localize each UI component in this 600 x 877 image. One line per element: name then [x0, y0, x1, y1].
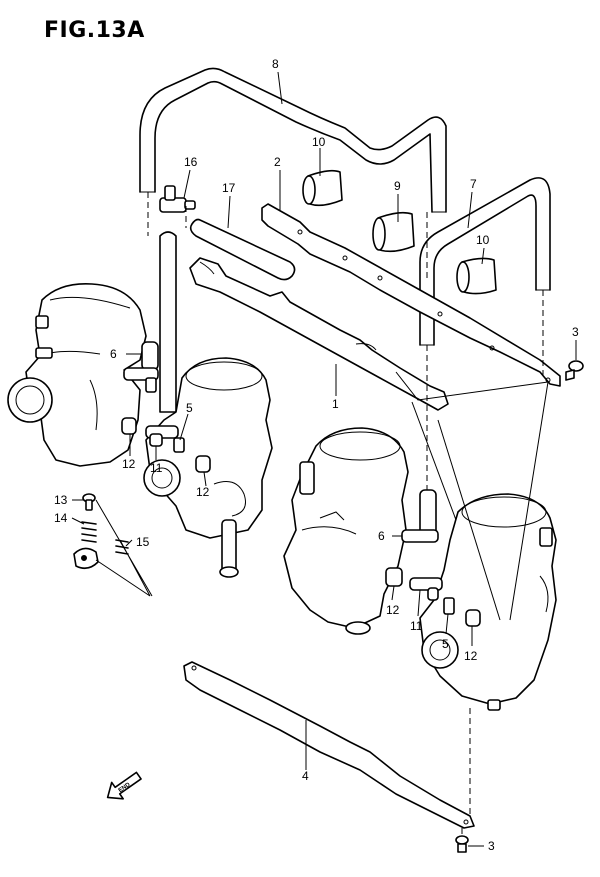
callout-8: 8 — [272, 57, 279, 71]
callout-12: 12 — [196, 485, 210, 499]
callout-11: 11 — [150, 461, 163, 475]
clamp-5-right — [443, 597, 455, 615]
callout-12: 12 — [386, 603, 400, 617]
fitting-6-right — [401, 489, 439, 543]
cap-12-b — [195, 455, 211, 473]
callout-10: 10 — [312, 135, 326, 149]
callout-7: 7 — [470, 177, 477, 191]
callout-9: 9 — [394, 179, 401, 193]
figure-title: FIG.13A — [44, 18, 145, 43]
callout-2: 2 — [274, 155, 281, 169]
joint-11-left — [145, 425, 179, 447]
callout-5: 5 — [186, 401, 193, 415]
bolt-3-upper — [565, 360, 584, 381]
joint-11-right — [409, 577, 443, 601]
callout-3: 3 — [572, 325, 579, 339]
carburetor-4 — [419, 493, 557, 711]
callout-labels: 8 10 2 9 7 16 17 10 3 6 1 5 12 11 12 13 … — [54, 57, 579, 853]
bolt-3-lower — [455, 835, 469, 853]
bracket-plate-2 — [261, 203, 561, 387]
forward-arrow-icon: END — [106, 771, 142, 800]
o-ring-15 — [115, 539, 129, 555]
vertical-fuel-pipe — [159, 231, 177, 413]
hose-sleeve-10-right — [456, 257, 497, 295]
callout-6: 6 — [378, 529, 385, 543]
cap-12-d — [465, 609, 481, 627]
callout-10: 10 — [476, 233, 490, 247]
callout-4: 4 — [302, 769, 309, 783]
callout-6: 6 — [110, 347, 117, 361]
clamp-5-left — [173, 437, 185, 453]
hose-sleeve-10-left — [302, 169, 343, 207]
vent-hose-17 — [189, 218, 296, 281]
carburetor-3 — [283, 427, 409, 635]
callout-16: 16 — [184, 155, 198, 169]
carburetor-1 — [7, 283, 147, 467]
cap-12-c — [385, 567, 403, 587]
hose-sleeve-9 — [372, 211, 415, 253]
t-joint-16 — [159, 185, 196, 213]
fitting-6-left — [123, 341, 159, 393]
callout-15: 15 — [136, 535, 150, 549]
cap-12-a — [121, 417, 137, 435]
carburetor-2 — [143, 357, 273, 578]
callout-12: 12 — [122, 457, 136, 471]
callout-leaders — [71, 71, 577, 847]
callout-5: 5 — [442, 637, 449, 651]
lower-bracket-4 — [183, 661, 475, 829]
callout-13: 13 — [54, 493, 68, 507]
plug-washer — [73, 547, 99, 570]
spring-14 — [81, 521, 97, 543]
callout-14: 14 — [54, 511, 68, 525]
bracket-1 — [189, 257, 449, 411]
callout-3: 3 — [488, 839, 495, 853]
callout-12: 12 — [464, 649, 478, 663]
callout-11: 11 — [410, 619, 423, 633]
callout-1: 1 — [332, 397, 339, 411]
assembly-lines — [95, 192, 549, 836]
callout-17: 17 — [222, 181, 236, 195]
screw-13 — [82, 493, 96, 511]
